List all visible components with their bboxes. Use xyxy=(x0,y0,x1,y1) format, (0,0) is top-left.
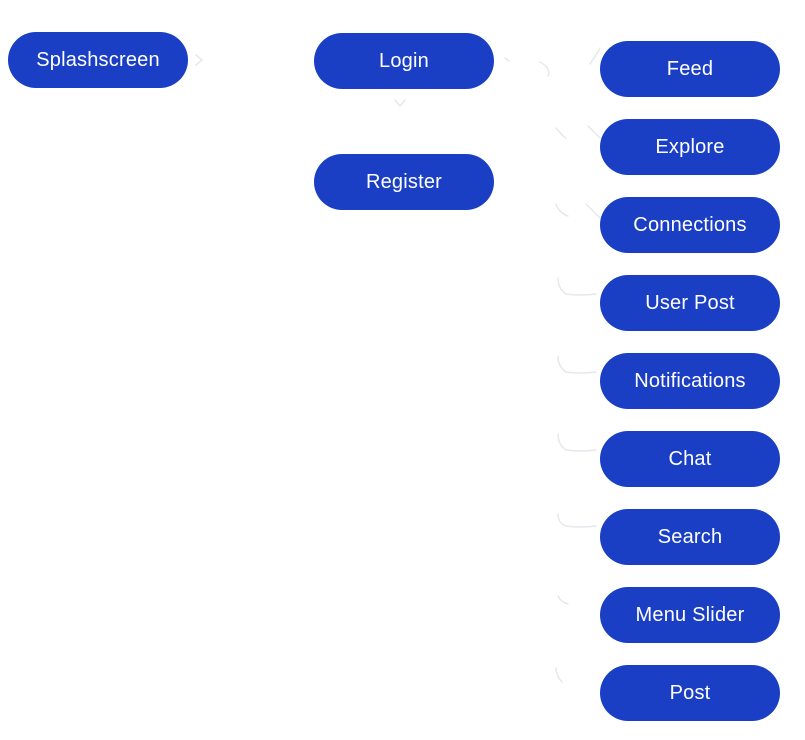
screen-label: Post xyxy=(669,681,711,704)
screen-label: Feed xyxy=(666,57,714,80)
screen-label: Explore xyxy=(655,135,725,158)
screen-node-explore[interactable]: Explore xyxy=(600,119,780,175)
screen-node-menu-slider[interactable]: Menu Slider xyxy=(600,587,780,643)
splashscreen-node[interactable]: Splashscreen xyxy=(8,32,188,88)
screen-label: Connections xyxy=(633,213,747,236)
connector-login-search xyxy=(557,513,597,528)
screen-label: Menu Slider xyxy=(635,603,745,626)
screen-label: Notifications xyxy=(634,369,746,392)
connector-login-menuslider xyxy=(557,595,569,605)
splashscreen-label: Splashscreen xyxy=(36,48,160,71)
connector-login-post xyxy=(555,667,563,683)
connector-login-userpost xyxy=(557,277,597,296)
register-node[interactable]: Register xyxy=(314,154,494,210)
screen-node-notifications[interactable]: Notifications xyxy=(600,353,780,409)
screen-label: Chat xyxy=(668,447,712,470)
connector-login-register xyxy=(394,99,406,108)
screen-node-search[interactable]: Search xyxy=(600,509,780,565)
screen-label: User Post xyxy=(645,291,735,314)
connector-login-notifications xyxy=(557,355,597,374)
screen-node-feed[interactable]: Feed xyxy=(600,41,780,97)
screen-node-user-post[interactable]: User Post xyxy=(600,275,780,331)
login-label: Login xyxy=(379,49,429,72)
connector-splash-login xyxy=(195,54,204,66)
connector-login-chat xyxy=(557,433,597,452)
register-label: Register xyxy=(365,170,443,193)
connector-login-connections xyxy=(555,203,601,219)
screen-label: Search xyxy=(657,525,723,548)
screen-node-connections[interactable]: Connections xyxy=(600,197,780,253)
connector-login-feed xyxy=(504,47,601,77)
connector-login-explore xyxy=(555,125,601,139)
login-node[interactable]: Login xyxy=(314,33,494,89)
screen-node-post[interactable]: Post xyxy=(600,665,780,721)
screen-node-chat[interactable]: Chat xyxy=(600,431,780,487)
